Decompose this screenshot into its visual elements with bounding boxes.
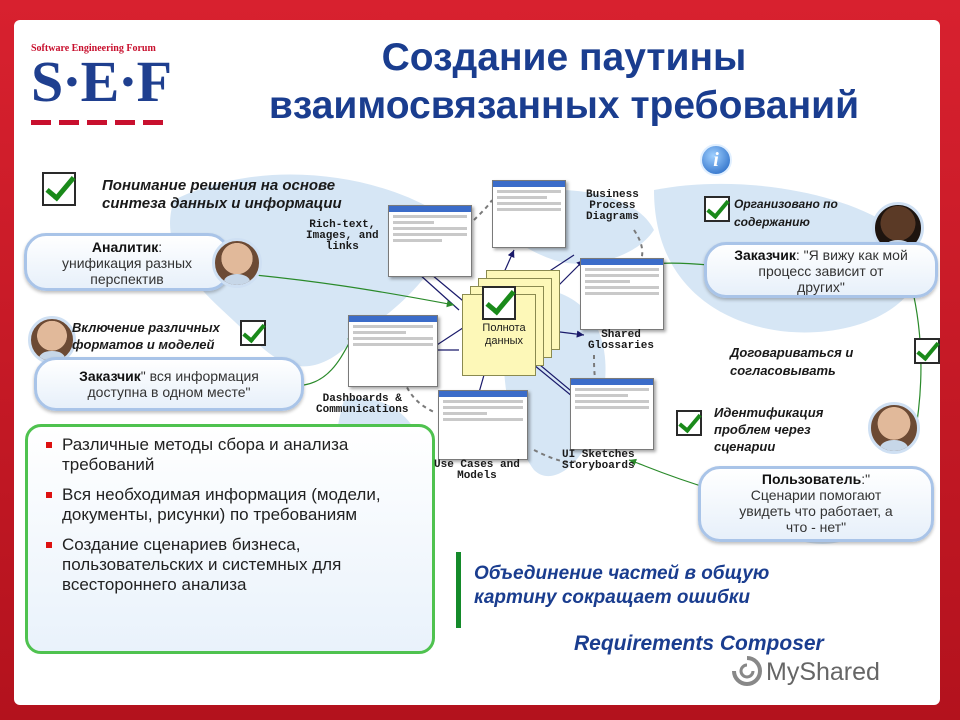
customer-avatar-left xyxy=(28,316,76,364)
agree-line-2: согласовывать xyxy=(730,363,836,378)
user-text-3: что - нет" xyxy=(785,519,847,535)
dashboards-line-2: Communications xyxy=(316,404,409,416)
rich-text-screenshot xyxy=(388,205,472,277)
watermark-logo-icon xyxy=(732,656,762,686)
dashboards-label: Dashboards & Communications xyxy=(316,394,408,416)
identify-line-2: проблем через xyxy=(714,422,811,437)
rich-text-line-3: links xyxy=(325,241,359,253)
product-name: Requirements Composer xyxy=(574,632,824,655)
slide-title: Создание паутины взаимосвязанных требова… xyxy=(184,34,940,130)
bullet-item: Вся необходимая информация (модели, доку… xyxy=(46,485,422,525)
title-line-1: Создание паутины xyxy=(381,36,747,79)
analyst-avatar xyxy=(212,238,262,288)
agree-label: Договариваться и согласовывать xyxy=(730,344,853,380)
customer-text-right-3: других" xyxy=(797,279,845,295)
identify-line-1: Идентификация xyxy=(714,405,824,420)
organized-line-2: содержанию xyxy=(734,215,810,229)
completeness-line-1: Полнота xyxy=(482,322,526,334)
formats-line-2: форматов и моделей xyxy=(72,337,215,352)
user-text-2: увидеть что работает, а xyxy=(739,503,893,519)
business-process-line-3: Diagrams xyxy=(586,211,639,223)
business-process-screenshot xyxy=(492,180,566,248)
checkbox-understanding xyxy=(42,172,76,206)
business-process-label: Business Process Diagrams xyxy=(586,190,639,223)
ui-sketches-line-1: UI Sketches xyxy=(562,449,635,461)
completeness-line-2: данных xyxy=(484,335,524,347)
dashboards-line-1: Dashboards & xyxy=(322,393,402,405)
summary-line-1: Объединение частей в общую xyxy=(474,563,770,584)
identify-line-3: сценарии xyxy=(714,439,776,454)
analyst-quote-pill: Аналитик: унификация разных перспектив xyxy=(24,233,230,291)
shared-glossaries-line-2: Glossaries xyxy=(588,340,655,352)
customer-quote-pill-right: Заказчик: "Я вижу как мой процесс зависи… xyxy=(704,242,938,298)
customer-role-left: Заказчик xyxy=(79,368,141,384)
understanding-line-2: синтеза данных и информации xyxy=(102,195,342,212)
bullet-item: Различные методы сбора и анализа требова… xyxy=(46,435,422,475)
analyst-role: Аналитик xyxy=(91,239,159,255)
use-cases-screenshot xyxy=(438,390,528,460)
logo-dash xyxy=(87,120,107,125)
slide: Software Engineering Forum S·E·F Создани… xyxy=(14,20,940,705)
agree-line-1: Договариваться и xyxy=(730,345,854,360)
shared-glossaries-line-1: Shared xyxy=(601,329,641,341)
ui-sketches-screenshot xyxy=(570,378,654,450)
identify-label: Идентификация проблем через сценарии xyxy=(714,404,823,455)
user-quote-pill: Пользователь:" Сценарии помогают увидеть… xyxy=(698,466,934,542)
understanding-label: Понимание решения на основе синтеза данн… xyxy=(102,177,342,213)
customer-text-left-2: доступна в одном месте" xyxy=(87,384,251,400)
shared-glossaries-label: Shared Glossaries xyxy=(588,330,654,352)
logo-dash xyxy=(59,120,79,125)
info-icon: i xyxy=(700,144,732,176)
ui-sketches-line-2: Storyboards xyxy=(562,460,635,472)
business-process-line-2: Process xyxy=(589,200,636,212)
customer-text-right-2: процесс зависит от xyxy=(758,263,884,279)
rich-text-label: Rich-text, Images, and links xyxy=(306,220,379,253)
title-line-2: взаимосвязанных требований xyxy=(268,84,860,127)
logo-mark: S·E·F xyxy=(31,49,172,114)
customer-role-right: Заказчик xyxy=(734,247,796,263)
understanding-line-1: Понимание решения на основе xyxy=(102,177,336,194)
logo-org-name: Software Engineering Forum xyxy=(31,43,156,54)
logo-dash xyxy=(143,120,163,125)
business-process-line-1: Business xyxy=(586,189,639,201)
summary-line-2: картину сокращает ошибки xyxy=(474,587,751,608)
formats-line-1: Включение различных xyxy=(72,320,220,335)
customer-text-left-1: " вся информация xyxy=(140,368,259,384)
customer-quote-pill-left: Заказчик" вся информация доступна в одно… xyxy=(34,357,304,411)
summary-text: Объединение частей в общую картину сокра… xyxy=(474,562,769,610)
rich-text-line-1: Rich-text, xyxy=(309,219,376,231)
bullet-list: Различные методы сбора и анализа требова… xyxy=(28,427,432,595)
user-text-1: Сценарии помогают xyxy=(750,487,882,503)
summary-accent-bar xyxy=(456,552,461,628)
organized-line-1: Организовано по xyxy=(734,197,838,211)
rich-text-line-2: Images, and xyxy=(306,230,379,242)
checkbox-identify xyxy=(676,410,702,436)
use-cases-label: Use Cases and Models xyxy=(434,460,520,482)
formats-label: Включение различных форматов и моделей xyxy=(72,319,220,353)
use-cases-line-2: Models xyxy=(457,470,497,482)
use-cases-line-1: Use Cases and xyxy=(434,459,520,471)
bullet-item: Создание сценариев бизнеса, пользователь… xyxy=(46,535,422,595)
watermark-text: MyShared xyxy=(766,658,880,686)
completeness-label: Полнота данных xyxy=(466,322,542,348)
analyst-text-1: унификация разных xyxy=(61,255,193,271)
customer-text-right-1: : "Я вижу как мой xyxy=(795,247,908,263)
analyst-text-2: перспектив xyxy=(90,271,164,287)
logo-dash xyxy=(115,120,135,125)
shared-glossaries-screenshot xyxy=(580,258,664,330)
user-role-suffix: :" xyxy=(861,471,871,487)
dashboards-screenshot xyxy=(348,315,438,387)
checkbox-completeness xyxy=(482,286,516,320)
ui-sketches-label: UI Sketches Storyboards xyxy=(562,450,635,472)
checkbox-agree xyxy=(914,338,940,364)
checkbox-organized xyxy=(704,196,730,222)
bullet-box: Различные методы сбора и анализа требова… xyxy=(25,424,435,654)
checkbox-formats xyxy=(240,320,266,346)
user-avatar xyxy=(868,402,920,454)
user-role: Пользователь xyxy=(761,471,862,487)
logo-dash xyxy=(31,120,51,125)
organized-label: Организовано по содержанию xyxy=(734,195,838,231)
